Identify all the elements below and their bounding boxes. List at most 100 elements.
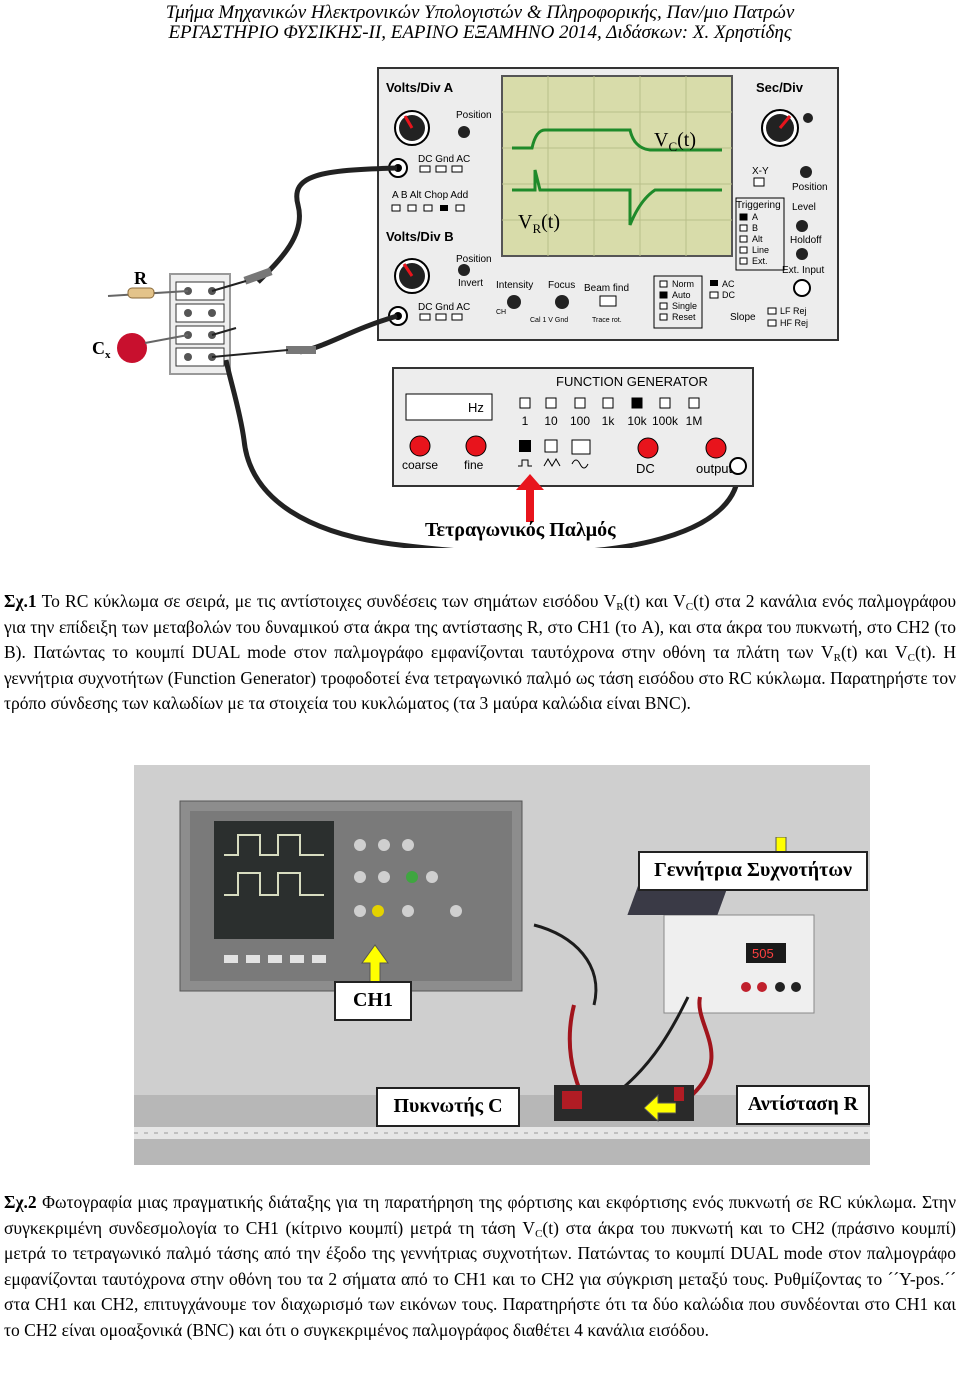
vr-trace xyxy=(512,169,722,226)
photo-generator-display xyxy=(746,943,786,963)
ext-input-label: Ext. Input xyxy=(782,265,824,276)
ch-small-label: CH xyxy=(496,309,506,316)
caption-2: Σχ.2 Φωτογραφία μιας πραγματικής διάταξη… xyxy=(4,1192,956,1340)
trigger-mode-label: Auto xyxy=(672,290,691,300)
range-label: 100k xyxy=(652,414,679,428)
volts-div-a-label: Volts/Div A xyxy=(386,80,454,95)
xy-label: X-Y xyxy=(752,166,769,177)
range-button[interactable] xyxy=(659,397,671,409)
range-button[interactable] xyxy=(602,397,614,409)
trigger-mode-button[interactable] xyxy=(659,313,668,321)
range-label: 1k xyxy=(602,414,616,428)
capacitor-label: Πυκνωτής C xyxy=(376,1087,520,1127)
capacitor-cx xyxy=(117,333,147,363)
sine-wave-button[interactable] xyxy=(571,439,591,455)
photo-generator-display-value: 505 xyxy=(752,946,774,961)
ch1-label: CH1 xyxy=(334,981,412,1021)
trigger-mode-label: Norm xyxy=(672,279,694,289)
beam-find-label: Beam find xyxy=(584,283,629,294)
volts-div-b-label: Volts/Div B xyxy=(386,229,454,244)
hf-rej-label: HF Rej xyxy=(780,318,808,328)
coupling-a-label: DC Gnd AC xyxy=(418,154,470,165)
position-b-knob[interactable] xyxy=(458,264,470,276)
function-generator-panel xyxy=(392,367,754,487)
hz-label: Hz xyxy=(468,400,484,415)
mode-row-label: A B Alt Chop Add xyxy=(392,190,468,201)
red-arrow-icon xyxy=(516,474,544,522)
dc-label: DC xyxy=(722,290,735,300)
header-line-1: Τμήμα Μηχανικών Ηλεκτρονικών Υπολογιστών… xyxy=(165,2,795,23)
trigger-mode-button[interactable] xyxy=(659,291,668,299)
position-a-label: Position xyxy=(456,110,492,121)
cx-label: Cx xyxy=(92,338,111,361)
trigger-source-label: A xyxy=(752,212,758,222)
trigger-source-button[interactable] xyxy=(739,213,748,221)
position-h-knob[interactable] xyxy=(800,166,812,178)
trigger-mode-label: Single xyxy=(672,301,697,311)
trigger-source-label: Ext. xyxy=(752,256,768,266)
sine-wave-icon xyxy=(571,459,589,469)
coarse-knob[interactable] xyxy=(409,435,431,457)
trigger-mode-button[interactable] xyxy=(659,302,668,310)
dc-knob[interactable] xyxy=(637,437,659,459)
range-button[interactable] xyxy=(519,397,531,409)
intensity-label: Intensity xyxy=(496,280,533,291)
output-knob[interactable] xyxy=(705,437,727,459)
range-label: 1M xyxy=(686,414,703,428)
range-button[interactable] xyxy=(688,397,700,409)
frequency-display xyxy=(405,393,493,421)
focus-knob[interactable] xyxy=(555,295,569,309)
caption-2-label: Σχ.2 xyxy=(4,1192,37,1212)
trigger-mode-label: Reset xyxy=(672,312,696,322)
output-bnc[interactable] xyxy=(729,457,747,475)
triggering-label: Triggering xyxy=(736,200,781,211)
trigger-source-label: B xyxy=(752,223,758,233)
resistor-label: Αντίσταση R xyxy=(736,1085,870,1125)
holdoff-label: Holdoff xyxy=(790,235,822,246)
intensity-knob[interactable] xyxy=(507,295,521,309)
caption-1-label: Σχ.1 xyxy=(4,591,37,611)
range-button[interactable] xyxy=(631,397,643,409)
trigger-source-button[interactable] xyxy=(739,246,748,254)
header-line-2: ΕΡΓΑΣΤΗΡΙΟ ΦΥΣΙΚΗΣ-ΙΙ, ΕΑΡΙΝΟ ΕΞΑΜΗΝΟ 20… xyxy=(168,22,792,43)
ext-input-bnc[interactable] xyxy=(793,279,811,297)
range-button[interactable] xyxy=(545,397,557,409)
triangle-wave-icon xyxy=(543,457,561,468)
output-label: output xyxy=(696,461,733,476)
figure-1-schematic: VC(t) VR(t) Volts/Div A Position DC Gnd … xyxy=(92,67,839,548)
coarse-label: coarse xyxy=(402,458,438,472)
sec-div-label: Sec/Div xyxy=(756,80,804,95)
range-button[interactable] xyxy=(574,397,586,409)
range-label: 100 xyxy=(570,414,590,428)
photo-generator xyxy=(663,914,815,1014)
holdoff-knob[interactable] xyxy=(796,248,808,260)
position-h-label: Position xyxy=(792,182,828,193)
vc-screen-label: VC(t) xyxy=(654,129,696,154)
position-b-label: Position xyxy=(456,254,492,265)
square-pulse-label: Τετραγωνικός Παλμός xyxy=(425,519,616,541)
xy-button[interactable] xyxy=(753,177,765,187)
square-wave-button[interactable] xyxy=(519,440,531,452)
focus-label: Focus xyxy=(548,280,575,291)
range-label: 10 xyxy=(544,414,558,428)
trigger-mode-button[interactable] xyxy=(659,280,668,288)
generator-label: Γεννήτρια Συχνοτήτων xyxy=(638,851,868,891)
yellow-arrow-left-icon xyxy=(644,1093,676,1123)
trigger-source-button[interactable] xyxy=(739,224,748,232)
lf-rej-label: LF Rej xyxy=(780,306,807,316)
trigger-source-button[interactable] xyxy=(739,257,748,265)
vc-trace xyxy=(512,128,722,152)
trigger-source-button[interactable] xyxy=(739,235,748,243)
beam-find-button[interactable] xyxy=(599,295,617,307)
cal-label: Cal 1 V Gnd xyxy=(530,317,568,324)
dc-label: DC xyxy=(636,461,655,476)
trigger-source-label: Alt xyxy=(752,234,763,244)
coupling-b-label: DC Gnd AC xyxy=(418,302,470,313)
slope-label: Slope xyxy=(730,312,756,323)
level-knob[interactable] xyxy=(796,220,808,232)
resistor-r xyxy=(127,287,155,299)
triangle-wave-button[interactable] xyxy=(544,439,558,453)
fine-label: fine xyxy=(464,458,484,472)
position-a-knob[interactable] xyxy=(458,126,470,138)
fine-knob[interactable] xyxy=(465,435,487,457)
